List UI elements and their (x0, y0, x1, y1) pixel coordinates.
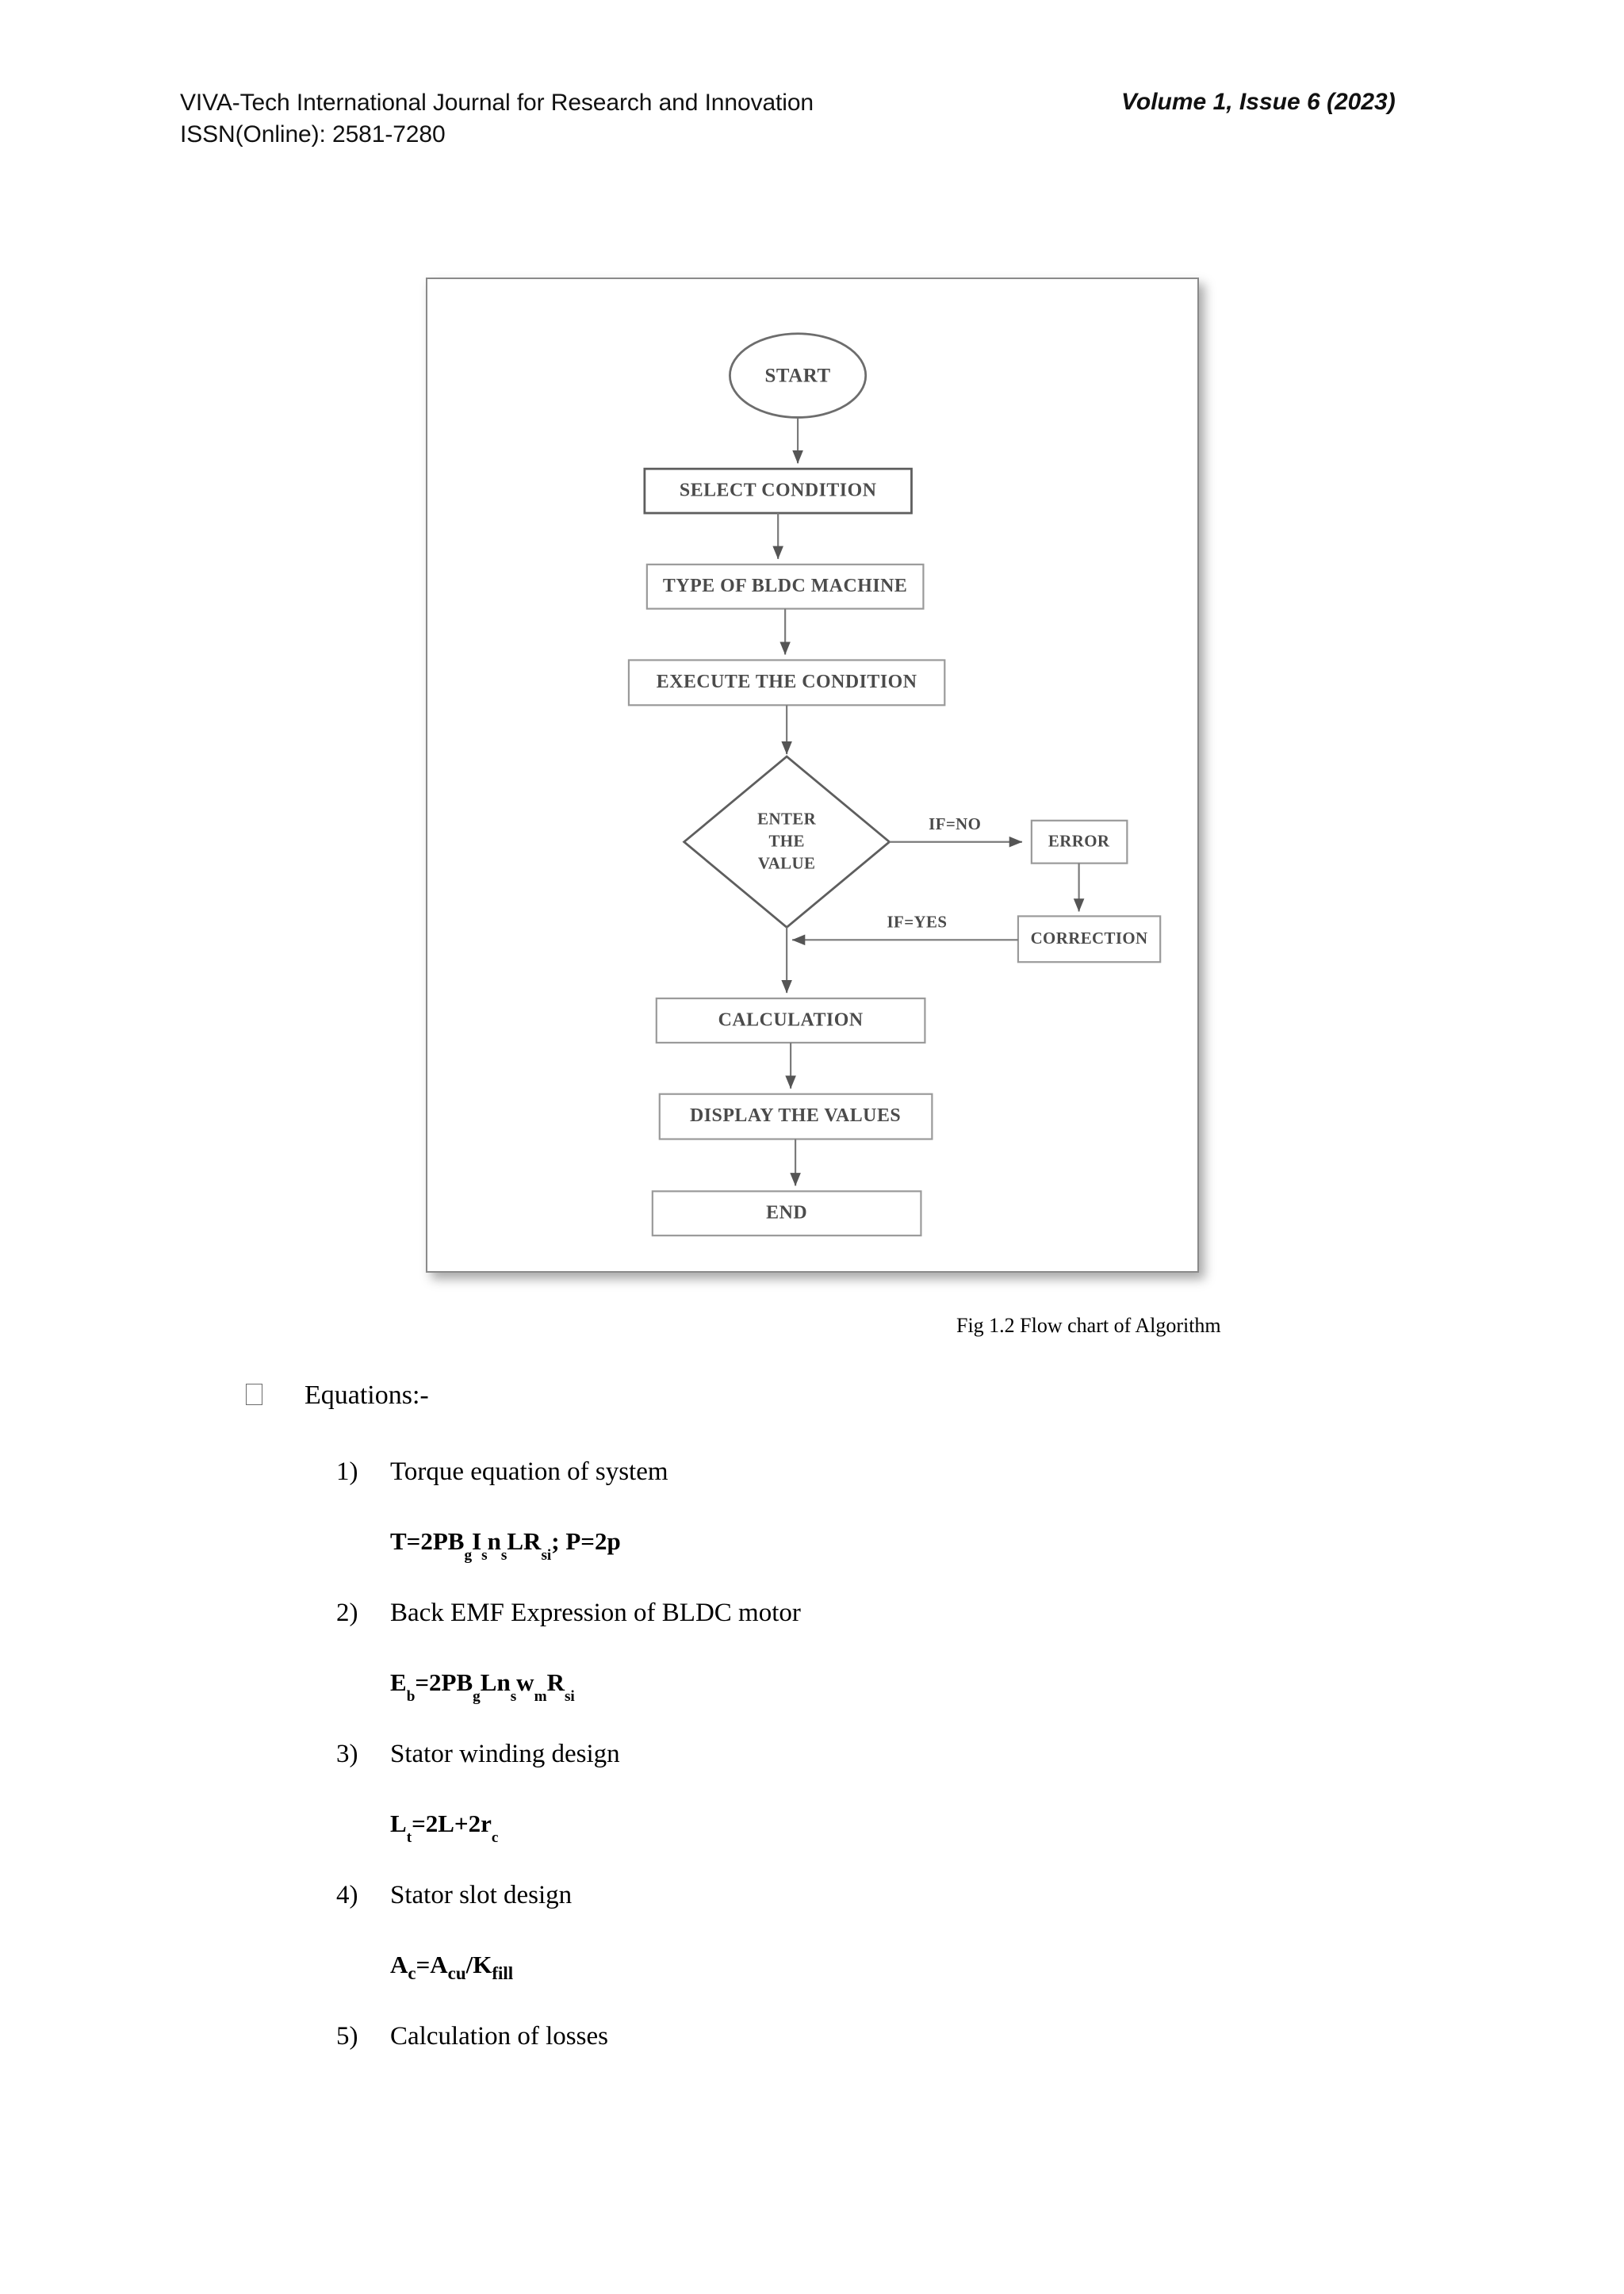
equation-formula: T=2PBgIsnsLRsi; P=2p (390, 1527, 621, 1564)
page-header: VIVA-Tech International Journal for Rese… (0, 0, 1624, 159)
list-item: 1) Torque equation of system T=2PBgIsnsLR… (336, 1459, 1367, 1600)
node-error-label: ERROR (1048, 832, 1110, 851)
journal-title-block: VIVA-Tech International Journal for Rese… (180, 87, 814, 150)
list-item: 3) Stator winding design Lt=2L+2rc (336, 1741, 1367, 1882)
node-decision-label-line1: ENTER (757, 810, 816, 829)
node-start-shape (729, 332, 868, 419)
flowchart-canvas: START SELECT CONDITION TYPE OF BLDC MACH… (427, 279, 1197, 1271)
equation-title: Torque equation of system (390, 1457, 668, 1486)
volume-issue-label: Volume 1, Issue 6 (2023) (1121, 89, 1396, 115)
node-correction-shape (1017, 915, 1162, 963)
edge-label-if-yes: IF=YES (887, 912, 948, 931)
node-decision-label-line3: VALUE (758, 853, 815, 872)
equation-number: 5) (336, 2022, 358, 2051)
list-item: 5) Calculation of losses (336, 2024, 1367, 2093)
equation-title: Back EMF Expression of BLDC motor (390, 1599, 801, 1627)
node-end-label: END (766, 1203, 807, 1224)
node-type-of-machine-shape (645, 563, 925, 610)
equation-title: Stator winding design (390, 1740, 620, 1768)
node-calculation-shape (655, 998, 926, 1044)
node-execute-condition-shape (627, 659, 946, 707)
equation-title: Stator slot design (390, 1881, 573, 1909)
equation-title: Calculation of losses (390, 2022, 608, 2051)
figure-caption: Fig 1.2 Flow chart of Algorithm (956, 1314, 1221, 1337)
equation-number: 4) (336, 1881, 358, 1909)
journal-issn: ISSN(Online): 2581-7280 (180, 121, 446, 147)
node-calculation-label: CALCULATION (718, 1009, 864, 1030)
list-item: 2) Back EMF Expression of BLDC motor Eb=2… (336, 1600, 1367, 1741)
list-item: 4) Stator slot design Ac=Acu/Kfill (336, 1882, 1367, 2024)
node-start-label: START (764, 365, 830, 386)
node-end-shape (651, 1190, 922, 1237)
equation-formula: Lt=2L+2rc (390, 1810, 499, 1846)
node-type-of-machine-label: TYPE OF BLDC MACHINE (663, 576, 907, 596)
bullet-square-icon (246, 1384, 262, 1405)
node-execute-condition-label: EXECUTE THE CONDITION (657, 672, 917, 692)
node-display-values-label: DISPLAY THE VALUES (690, 1105, 901, 1126)
node-select-condition-shape (643, 467, 913, 515)
journal-name: VIVA-Tech International Journal for Rese… (180, 90, 814, 116)
node-correction-label: CORRECTION (1031, 929, 1148, 948)
node-select-condition-label: SELECT CONDITION (680, 481, 877, 501)
equation-number: 2) (336, 1599, 358, 1627)
equation-formula: Eb=2PBgLnswmRsi (390, 1668, 575, 1705)
node-decision-label-line2: THE (768, 832, 804, 851)
equations-heading-label: Equations:- (304, 1381, 429, 1410)
edge-label-if-no: IF=NO (929, 814, 981, 833)
node-error-shape (1030, 819, 1128, 864)
equations-list: 1) Torque equation of system T=2PBgIsnsLR… (336, 1459, 1367, 2093)
figure-frame: START SELECT CONDITION TYPE OF BLDC MACH… (426, 278, 1199, 1273)
equation-number: 1) (336, 1457, 358, 1486)
equations-heading: Equations:- (246, 1381, 429, 1411)
equation-number: 3) (336, 1740, 358, 1768)
equation-formula: Ac=Acu/Kfill (390, 1951, 514, 1984)
